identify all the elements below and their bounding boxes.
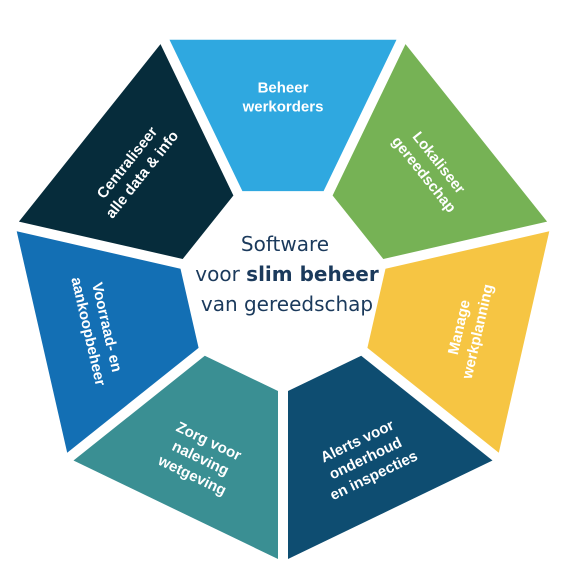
- segment-lokaliseer-gereedschap: [332, 44, 548, 259]
- segment-manage-werkplanning: [367, 231, 550, 453]
- segment-label-line: Beheer: [258, 80, 309, 97]
- segment-label-line: werkorders: [242, 99, 324, 116]
- center-line-2-regular: voor: [195, 262, 246, 286]
- center-line-3: van gereedschap: [201, 292, 373, 316]
- center-line-2-bold: slim beheer: [246, 262, 379, 286]
- segment-centraliseer-data: [18, 44, 234, 259]
- segment-zorg-naleving: [73, 355, 278, 559]
- center-circle: [188, 192, 378, 382]
- segment-label-beheer-werkorders: Beheer werkorders: [242, 80, 324, 116]
- center-line-1: Software: [241, 232, 329, 256]
- center-line-2: voor slim beheer: [195, 262, 379, 286]
- segment-alerts-onderhoud: [288, 355, 493, 559]
- segments-layer: [16, 39, 550, 559]
- segment-beheer-werkorders: [169, 39, 397, 192]
- segment-voorraad-aankoopbeheer: [16, 231, 199, 453]
